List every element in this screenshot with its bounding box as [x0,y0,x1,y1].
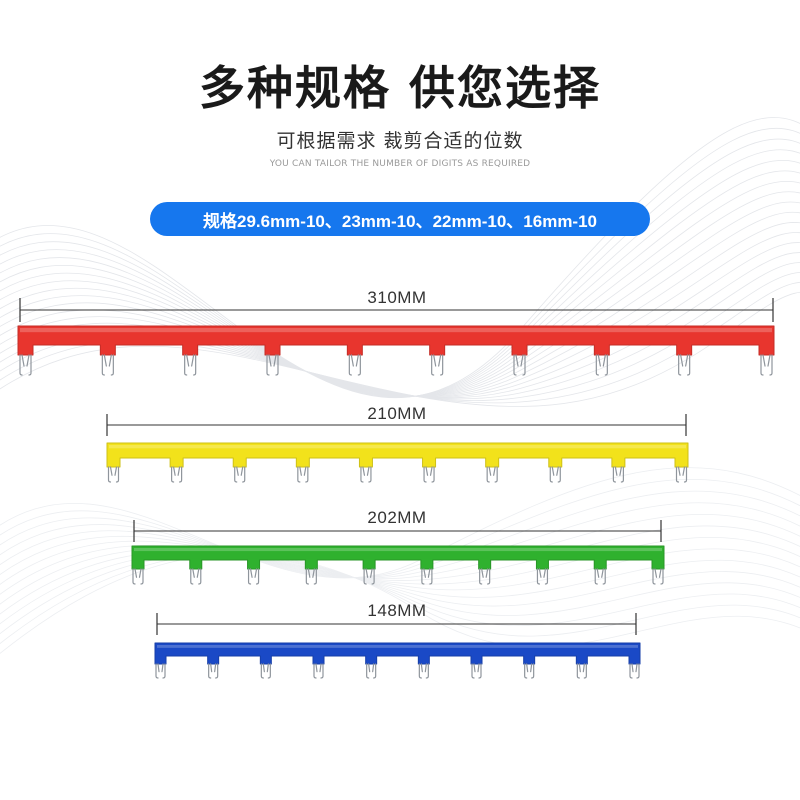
fork-pin [513,354,526,376]
fork-pin [234,466,246,483]
fork-pin [363,568,375,585]
length-label-202mm: 202MM [367,508,426,527]
spec-badge: 规格29.6mm-10、23mm-10、22mm-10、16mm-10 [150,202,650,236]
length-label-210mm: 210MM [367,404,426,423]
fork-pin [421,568,433,585]
dimension-line-310mm [19,298,774,322]
fork-pin [132,568,144,585]
fork-pin [576,663,587,679]
fork-pin [629,663,640,679]
busbar-148mm: 148MM [154,601,641,679]
fork-pin [418,663,429,679]
yellow-busbar [106,442,689,483]
fork-pin [101,354,114,376]
fork-pin [652,568,664,585]
busbar-202mm: 202MM [131,508,665,585]
fork-pin [678,354,691,376]
busbar-body [154,642,641,665]
fork-pin [184,354,197,376]
page-title: 多种规格 供您选择 [198,61,601,115]
fork-pin [190,568,202,585]
fork-pin [247,568,260,585]
busbar-highlight [134,548,662,552]
dimension-line-148mm [156,613,637,635]
fork-pin [155,663,166,679]
fork-pin [360,466,372,483]
fork-pin [348,354,361,376]
fork-pin [760,354,773,376]
dimension-line-202mm [133,520,662,542]
fork-pin [107,466,120,483]
fork-pin [431,354,444,376]
fork-pin [486,466,498,483]
fork-pin [260,663,271,679]
fork-pin [524,663,535,679]
fork-pin [305,568,317,585]
fork-pin [594,568,606,585]
fork-pin [471,663,482,679]
page-subtitle-english: YOU CAN TAILOR THE NUMBER OF DIGITS AS R… [269,159,531,169]
fork-pin [549,466,561,483]
fork-pin [19,354,32,376]
fork-pin [595,354,608,376]
blue-busbar [154,642,641,679]
fork-pin [266,354,279,376]
busbar-body [17,325,775,356]
page-subtitle: 可根据需求 裁剪合适的位数 [276,130,524,152]
fork-pin [313,663,324,679]
dimension-line-210mm [106,414,687,436]
busbar-310mm: 310MM [17,288,775,376]
fork-pin [612,466,624,483]
busbar-highlight [157,645,638,648]
busbar-body [131,545,665,570]
busbar-highlight [20,328,772,333]
fork-pin [423,466,435,483]
fork-pin [536,568,549,585]
fork-pin [208,663,219,679]
busbar-highlight [109,445,686,449]
red-busbar [17,325,775,376]
length-label-310mm: 310MM [367,288,426,307]
busbar-body [106,442,689,468]
fork-pin [297,466,309,483]
green-busbar [131,545,665,585]
busbar-210mm: 210MM [106,404,689,483]
fork-pin [171,466,183,483]
fork-pin [675,466,688,483]
fork-pin [479,568,491,585]
fork-pin [366,663,377,679]
length-label-148mm: 148MM [367,601,426,620]
